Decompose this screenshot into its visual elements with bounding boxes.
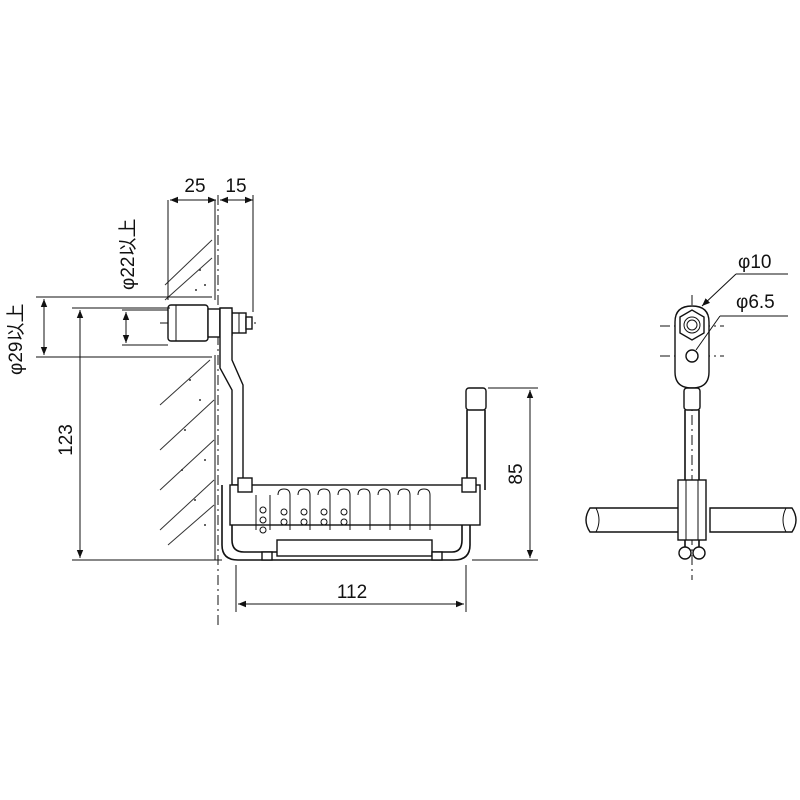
dim-depth: 85 [506, 463, 527, 484]
dim-wall-thickness: 25 [184, 176, 205, 197]
step-rung [221, 387, 487, 561]
dim-offset: 15 [225, 176, 246, 197]
dim-hole-small: φ22以上 [117, 219, 139, 290]
dim-hole-diameter: φ6.5 [736, 292, 775, 313]
dim-bolt-diameter: φ10 [738, 252, 771, 273]
rail [585, 507, 797, 533]
front-view: φ10 φ6.5 [585, 252, 797, 580]
anchor-bolt [160, 304, 260, 342]
dim-hole-large: φ29以上 [5, 304, 27, 375]
dim-width: 112 [337, 582, 367, 603]
bracket-plate [219, 307, 244, 486]
tread [229, 477, 481, 534]
dim-height: 123 [56, 424, 77, 456]
wall-section [159, 200, 216, 560]
side-view: 25 15 φ22以上 φ29以上 123 85 112 [5, 176, 538, 625]
